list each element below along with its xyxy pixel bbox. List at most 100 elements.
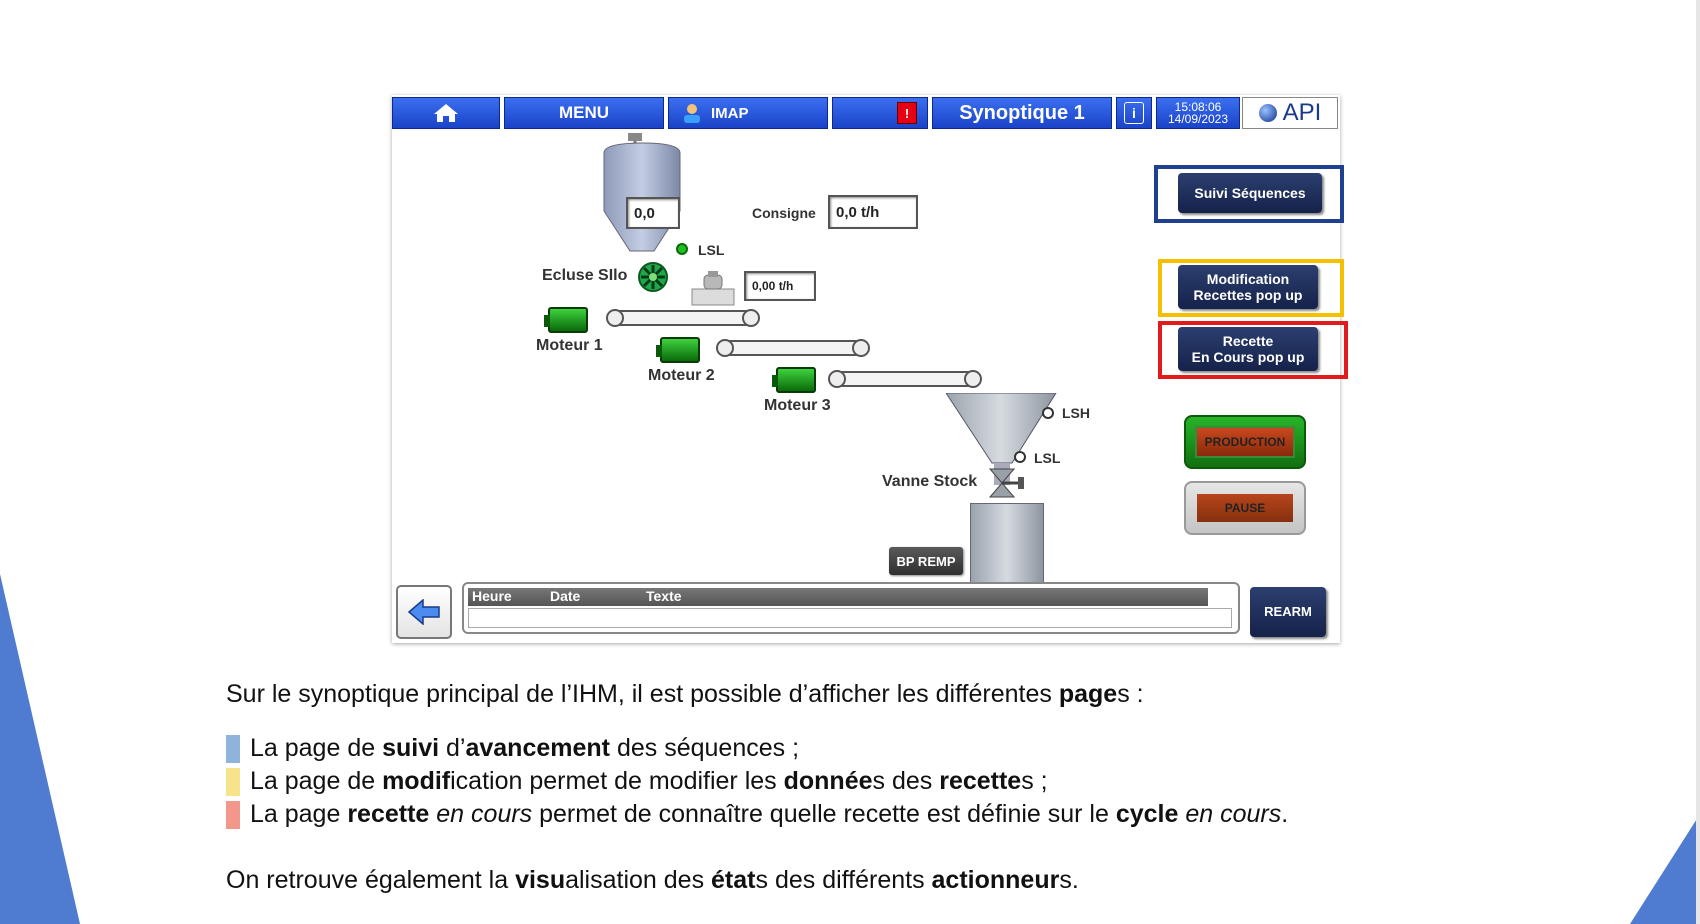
globe-icon bbox=[1258, 104, 1277, 122]
intro-text-c: s : bbox=[1117, 680, 1144, 708]
motor-1-icon[interactable] bbox=[544, 307, 588, 333]
imap-label: IMAP bbox=[711, 104, 749, 122]
stock-container bbox=[970, 503, 1044, 587]
page-title: Synoptique 1 bbox=[932, 97, 1112, 129]
ecluse-label: Ecluse SIlo bbox=[542, 267, 628, 284]
outro-paragraph: On retrouve également la visualisation d… bbox=[226, 866, 1079, 895]
user-icon bbox=[684, 104, 700, 123]
slide-corner-right bbox=[1630, 814, 1700, 924]
log-col-texte: Texte bbox=[646, 588, 682, 604]
l2-a: La page de bbox=[250, 767, 383, 795]
info-icon: i bbox=[1124, 102, 1144, 124]
l2-f: recette bbox=[939, 767, 1022, 795]
l1-d: avancement bbox=[465, 734, 610, 762]
vanne-stock-label: Vanne Stock bbox=[882, 473, 978, 490]
bp-remp-button[interactable]: BP REMP bbox=[889, 547, 963, 575]
out-g: s. bbox=[1059, 866, 1079, 894]
log-col-date: Date bbox=[550, 588, 581, 604]
l1-a: La page de bbox=[250, 734, 383, 762]
l2-e: s des bbox=[872, 767, 940, 795]
stock-lsl-sensor bbox=[1014, 451, 1026, 463]
pause-label: PAUSE bbox=[1197, 494, 1293, 522]
clock-time: 15:08:06 bbox=[1174, 100, 1222, 114]
silo-lsl-sensor bbox=[676, 243, 688, 255]
menu-label: MENU bbox=[558, 103, 610, 122]
alarm-button[interactable]: ! bbox=[832, 97, 928, 129]
l2-d: donnée bbox=[783, 767, 873, 795]
l2-c: ication permet de modifier les bbox=[450, 767, 784, 795]
intro-text-a: Sur le synoptique principal de l’IHM, il… bbox=[226, 680, 1059, 708]
stock-lsh-label: LSH bbox=[1062, 405, 1090, 421]
menu-button[interactable]: MENU bbox=[504, 97, 664, 129]
motor-3-label: Moteur 3 bbox=[764, 397, 831, 414]
recette-label-1: Recette bbox=[1222, 333, 1274, 349]
silo-lsl-label: LSL bbox=[698, 242, 725, 258]
suivi-sequences-label: Suivi Séquences bbox=[1194, 185, 1306, 201]
rearm-button[interactable]: REARM bbox=[1250, 587, 1326, 637]
flow-field: 0,00 t/h bbox=[744, 271, 816, 301]
motor-2-icon[interactable] bbox=[656, 337, 700, 363]
imap-button[interactable]: IMAP bbox=[668, 97, 828, 129]
consigne-label: Consigne bbox=[752, 205, 816, 221]
motor-3-icon[interactable] bbox=[772, 367, 816, 393]
l3-e: cycle bbox=[1115, 800, 1179, 828]
slide-right-edge bbox=[1696, 0, 1700, 924]
modification-label-2: Recettes pop up bbox=[1193, 287, 1303, 303]
consigne-field[interactable]: 0,0 t/h bbox=[828, 195, 918, 229]
silo-level-field: 0,0 bbox=[626, 197, 680, 229]
arrow-left-icon bbox=[407, 599, 440, 625]
flowmeter-icon bbox=[691, 271, 735, 306]
production-button[interactable]: PRODUCTION bbox=[1184, 415, 1306, 469]
hmi-top-bar: MENU IMAP ! Synoptique 1 i 15:08:06 14/0… bbox=[392, 95, 1340, 131]
page-title-text: Synoptique 1 bbox=[959, 101, 1085, 124]
out-a: On retrouve également la bbox=[226, 866, 516, 894]
bullet-blue bbox=[226, 735, 240, 764]
out-f: actionneur bbox=[931, 866, 1060, 894]
recette-en-cours-button[interactable]: Recette En Cours pop up bbox=[1178, 327, 1318, 371]
alarm-log-body[interactable] bbox=[468, 608, 1232, 628]
l1-e: des séquences ; bbox=[610, 734, 800, 762]
recette-label-2: En Cours pop up bbox=[1191, 349, 1305, 365]
intro-paragraph: Sur le synoptique principal de l’IHM, il… bbox=[226, 680, 1144, 709]
rearm-label: REARM bbox=[1264, 604, 1312, 619]
modification-recettes-button[interactable]: Modification Recettes pop up bbox=[1178, 265, 1318, 309]
api-logo-text: API bbox=[1282, 99, 1322, 126]
out-b: visu bbox=[515, 866, 566, 894]
out-c: alisation des bbox=[565, 866, 712, 894]
home-icon bbox=[434, 104, 458, 122]
back-button[interactable] bbox=[396, 585, 452, 639]
alarm-icon: ! bbox=[897, 102, 917, 124]
modification-label-1: Modification bbox=[1206, 271, 1290, 287]
conveyor-2 bbox=[716, 339, 870, 357]
l1-b: suivi bbox=[382, 734, 440, 762]
info-button[interactable]: i bbox=[1116, 97, 1152, 129]
alarm-log: Heure Date Texte bbox=[462, 582, 1240, 634]
bullet-line-modification: La page de modification permet de modifi… bbox=[226, 767, 1048, 797]
slide-corner-left bbox=[0, 574, 80, 924]
l3-f: en cours bbox=[1185, 800, 1282, 828]
pause-button[interactable]: PAUSE bbox=[1184, 481, 1306, 535]
l3-c: en cours bbox=[436, 800, 533, 828]
hmi-screen: MENU IMAP ! Synoptique 1 i 15:08:06 14/0… bbox=[392, 95, 1348, 643]
l2-b: modif bbox=[382, 767, 451, 795]
api-logo: API bbox=[1242, 97, 1338, 129]
l3-d: permet de connaître quelle recette est d… bbox=[532, 800, 1116, 828]
stock-lsh-sensor bbox=[1042, 407, 1054, 419]
alarm-log-header: Heure Date Texte bbox=[468, 588, 1208, 606]
suivi-sequences-button[interactable]: Suivi Séquences bbox=[1178, 173, 1322, 213]
bullet-line-recette: La page recette en cours permet de conna… bbox=[226, 800, 1288, 830]
l3-b: recette bbox=[347, 800, 430, 828]
bullet-red bbox=[226, 801, 240, 830]
out-e: s des différents bbox=[755, 866, 932, 894]
rotary-valve-icon[interactable] bbox=[637, 261, 669, 293]
l3-a: La page bbox=[250, 800, 348, 828]
valve-icon[interactable] bbox=[986, 467, 1026, 501]
motor-2-label: Moteur 2 bbox=[648, 367, 715, 384]
clock-date: 14/09/2023 bbox=[1167, 112, 1229, 126]
motor-1-label: Moteur 1 bbox=[536, 337, 603, 354]
home-button[interactable] bbox=[392, 97, 500, 129]
stock-lsl-label: LSL bbox=[1034, 450, 1061, 466]
suivi-frame bbox=[1154, 165, 1344, 223]
bullet-line-suivi: La page de suivi d’avancement des séquen… bbox=[226, 734, 800, 764]
l1-c: d’ bbox=[439, 734, 466, 762]
